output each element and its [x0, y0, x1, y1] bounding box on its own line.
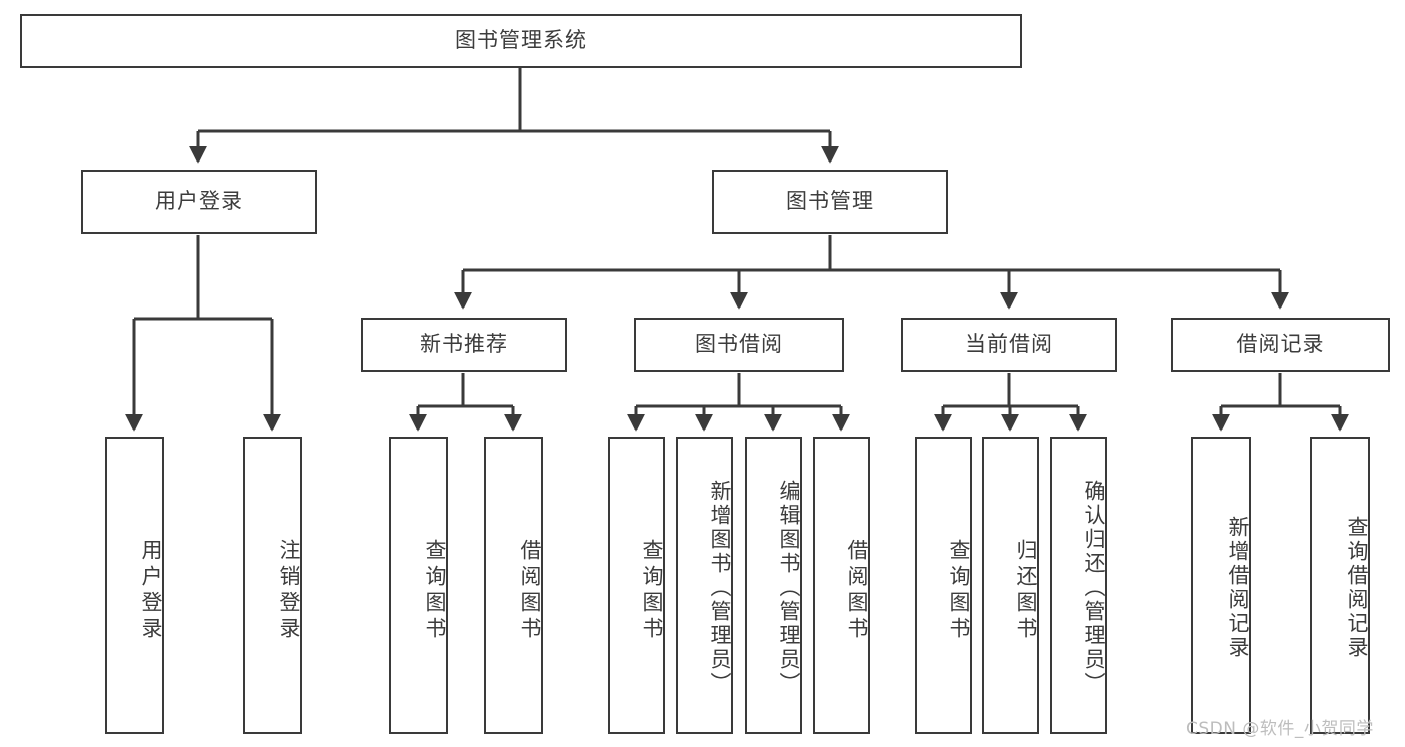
- leaf-query-book-current[interactable]: 查询图书: [915, 437, 972, 734]
- node-book-borrow[interactable]: 图书借阅: [634, 318, 844, 372]
- node-book-management[interactable]: 图书管理: [712, 170, 948, 234]
- leaf-logout[interactable]: 注销登录: [243, 437, 302, 734]
- leaf-query-book-recommend[interactable]: 查询图书: [389, 437, 448, 734]
- leaf-edit-book-admin[interactable]: 编辑图书（管理员）: [745, 437, 802, 734]
- node-user-login[interactable]: 用户登录: [81, 170, 317, 234]
- leaf-user-login[interactable]: 用户登录: [105, 437, 164, 734]
- leaf-query-borrow-record[interactable]: 查询借阅记录: [1310, 437, 1370, 734]
- leaf-query-book-borrow[interactable]: 查询图书: [608, 437, 665, 734]
- node-borrow-record[interactable]: 借阅记录: [1171, 318, 1390, 372]
- leaf-borrow-book-recommend[interactable]: 借阅图书: [484, 437, 543, 734]
- node-root-system[interactable]: 图书管理系统: [20, 14, 1022, 68]
- leaf-confirm-return-admin[interactable]: 确认归还（管理员）: [1050, 437, 1107, 734]
- leaf-lend-book[interactable]: 借阅图书: [813, 437, 870, 734]
- leaf-return-book[interactable]: 归还图书: [982, 437, 1039, 734]
- leaf-add-borrow-record[interactable]: 新增借阅记录: [1191, 437, 1251, 734]
- leaf-add-book-admin[interactable]: 新增图书（管理员）: [676, 437, 733, 734]
- node-new-book-recommend[interactable]: 新书推荐: [361, 318, 567, 372]
- node-current-borrow[interactable]: 当前借阅: [901, 318, 1117, 372]
- watermark-text: CSDN @软件_小贺同学: [1186, 719, 1374, 739]
